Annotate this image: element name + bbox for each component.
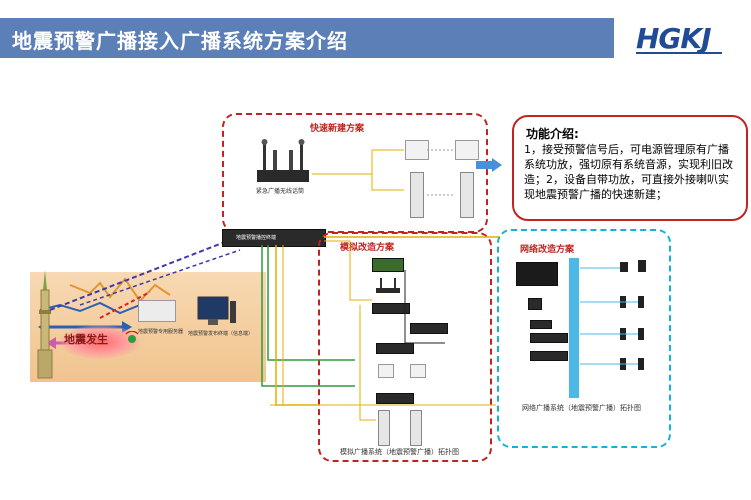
fast-build-title: 快速新建方案 [310,124,365,134]
wireless-mic-icon [376,278,400,293]
column-speaker-icon [410,172,424,218]
rack-device-icon [530,320,552,329]
analog-caption: 模拟广播系统（地震预警广播）拓扑图 [340,448,459,456]
network-switch-bar [569,258,579,398]
column-speaker-icon [460,172,474,218]
monitor-icon [197,296,236,325]
wireless-mic-icon [257,139,309,182]
fast-build-wiring [312,149,454,196]
rack-device-icon [372,303,410,314]
company-logo: HGKJ [636,22,712,55]
signal-links [49,239,241,319]
speaker-icon [378,364,394,378]
speaker-icon [410,364,426,378]
antenna-icon [125,331,139,343]
network-caption: 网络广播系统（地震预警广播）拓扑图 [522,404,641,412]
function-body: 1，接受预警信号后，可电源管理原有广播系统功放，强切原有系统音源，实现利旧改造；… [524,143,733,201]
function-title: 功能介绍: [526,127,579,141]
arrow-to-function-icon [476,158,502,172]
wireless-mic-label: 紧急广播无线话筒 [256,188,305,195]
column-speaker-icon [378,410,390,446]
logo-underline [636,52,722,54]
network-section [497,229,671,448]
rack-device-icon [410,323,448,334]
rack-device-icon [530,333,568,343]
function-description-box: 功能介绍: 1，接受预警信号后，可电源管理原有广播系统功放，强切原有系统音源，实… [512,115,748,221]
analog-title: 模拟改造方案 [340,243,395,253]
column-speaker-icon [410,410,422,446]
rack-device-icon [372,258,404,272]
page-title: 地震预警广播接入广播系统方案介绍 [12,29,348,53]
rack-device-icon [376,343,414,354]
tower-icon [37,270,53,379]
rack-device-icon [516,262,558,286]
server-label: 地震预警专用服务器 [138,329,184,335]
rack-device-icon [376,393,414,404]
title-bar: 地震预警广播接入广播系统方案介绍 [0,18,614,58]
rack-device-icon [530,351,568,361]
pc-label: 地震预警发布终端（信息端） [188,331,254,337]
rack-device-icon [138,300,176,322]
analog-section [318,232,492,462]
epicenter-glow [60,325,140,359]
quake-label: 地震发生 [64,333,108,346]
network-title: 网络改造方案 [520,245,575,255]
rack-device-icon [528,298,542,310]
terminal-label: 地震预警播控终端 [236,235,277,241]
speaker-icon [455,140,479,160]
network-endpoints [580,260,646,370]
